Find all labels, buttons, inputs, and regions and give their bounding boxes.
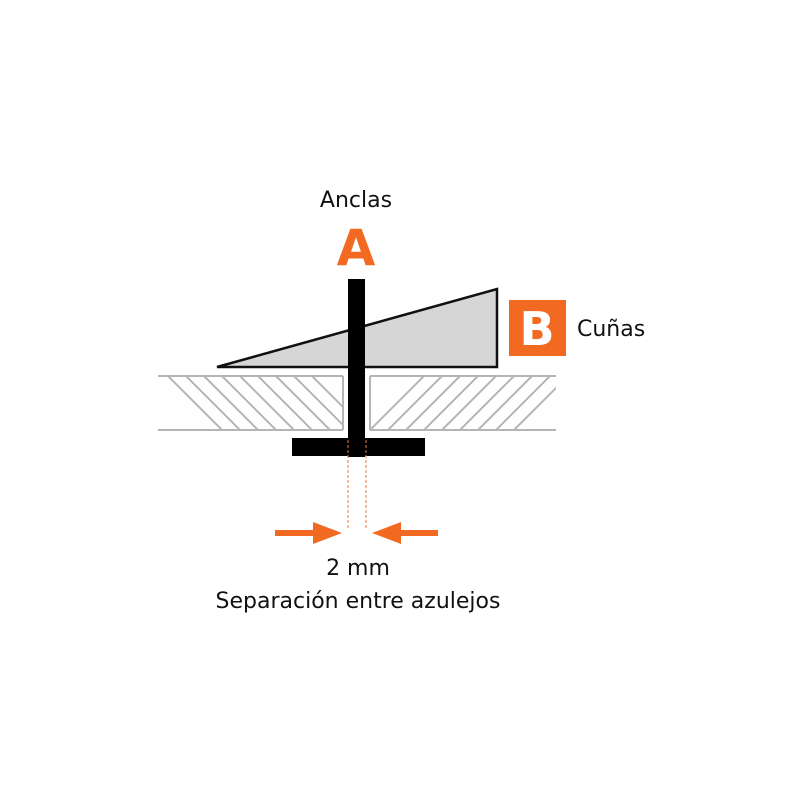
anchor-stem bbox=[348, 279, 365, 457]
wedge-letter: B bbox=[519, 302, 554, 356]
anchor-base bbox=[292, 438, 425, 456]
arrow-right-icon bbox=[275, 522, 342, 544]
anchor-title: Anclas bbox=[320, 188, 392, 213]
anchor-letter: A bbox=[337, 219, 376, 277]
gap-value: 2 mm bbox=[326, 556, 390, 581]
wedge-badge bbox=[509, 300, 566, 356]
arrow-left-icon bbox=[372, 522, 438, 544]
right-tile bbox=[369, 375, 556, 431]
wedge-title: Cuñas bbox=[577, 317, 645, 342]
left-tile bbox=[158, 375, 344, 431]
gap-caption: Separación entre azulejos bbox=[216, 589, 501, 614]
